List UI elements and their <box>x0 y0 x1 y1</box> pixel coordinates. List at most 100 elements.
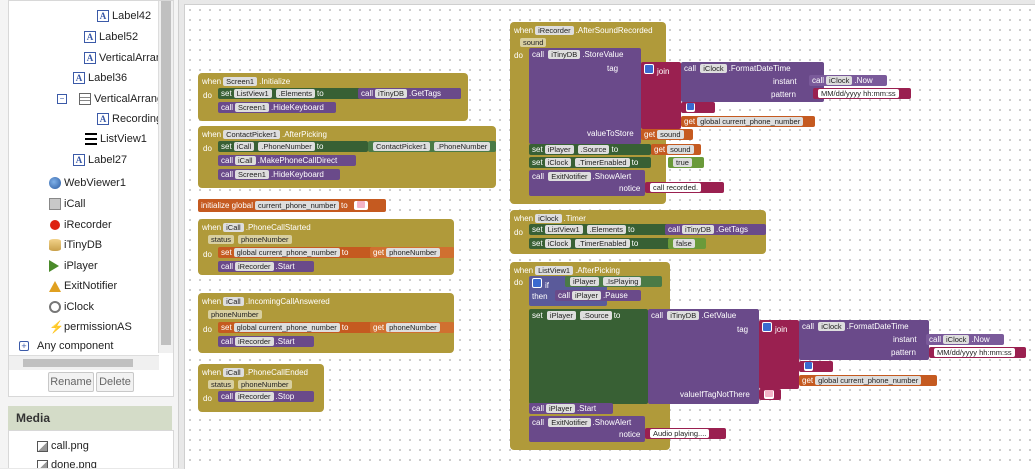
call-formatdatetime-block[interactable]: call iClock.FormatDateTime instant patte… <box>681 62 824 102</box>
get-property-block[interactable]: ContactPicker1.PhoneNumber <box>368 141 496 152</box>
call-storevalue-block[interactable]: call iTinyDB.StoreValue tag valueToStore <box>529 48 641 144</box>
tree-item-webviewer1[interactable]: WebViewer1 <box>49 177 126 189</box>
tree-item-verticalarranger[interactable]: −VerticalArranger <box>57 93 173 105</box>
text-block[interactable]: call recorded. <box>645 182 724 193</box>
tree-item-iclock[interactable]: iClock <box>49 301 94 313</box>
boolean-block[interactable]: false <box>668 238 706 249</box>
label-icon: A <box>73 72 85 84</box>
text-block[interactable]: MM/dd/yyyy hh:mm:ss <box>929 347 1026 358</box>
tree-item-iplayer[interactable]: iPlayer <box>49 260 98 272</box>
blank-text-value <box>687 103 694 110</box>
tree-vertical-scrollbar[interactable] <box>158 1 173 353</box>
gear-icon[interactable] <box>762 322 772 332</box>
image-icon <box>37 459 48 468</box>
boolean-block[interactable]: true <box>668 157 704 168</box>
recorder-icon <box>50 220 60 230</box>
tree-item-listview1[interactable]: ListView1 <box>85 133 147 145</box>
text-block[interactable] <box>353 201 368 210</box>
rename-button[interactable]: Rename <box>48 372 94 392</box>
tree-item-permissionas[interactable]: ⚡permissionAS <box>49 320 132 334</box>
call-showalert-block[interactable]: call ExitNotifier.ShowAlert notice <box>529 170 645 196</box>
image-icon <box>37 440 48 452</box>
media-item[interactable]: done.png <box>37 459 97 468</box>
text-block[interactable] <box>759 389 781 400</box>
join-block[interactable]: join <box>759 320 799 389</box>
media-item[interactable]: call.png <box>37 440 89 452</box>
text-block[interactable] <box>681 102 715 113</box>
label-icon: A <box>73 154 85 166</box>
tree-item-exitnotifier[interactable]: ExitNotifier <box>49 280 117 292</box>
scrollbar-thumb[interactable] <box>23 359 133 367</box>
tree-item-irecorder[interactable]: iRecorder <box>49 219 112 231</box>
tree-item-any-component[interactable]: +Any component <box>19 340 113 352</box>
text-block[interactable] <box>799 361 833 372</box>
text-block[interactable]: MM/dd/yyyy hh:mm:ss <box>813 88 911 99</box>
tree-horizontal-scrollbar[interactable] <box>9 355 159 370</box>
webviewer-icon <box>49 177 61 189</box>
text-block[interactable]: Audio playing.... <box>645 428 726 439</box>
call-showalert-block[interactable]: call ExitNotifier.ShowAlert notice <box>529 416 645 442</box>
gear-icon[interactable] <box>532 278 542 288</box>
call-formatdatetime-block[interactable]: call iClock.FormatDateTime instant patte… <box>799 320 929 360</box>
call-getvalue-block[interactable]: call iTinyDB.GetValue tag valueIfTagNotT… <box>648 309 759 404</box>
component-dropdown[interactable]: Screen1 <box>223 76 258 86</box>
join-block[interactable]: join <box>641 62 681 129</box>
delete-button[interactable]: Delete <box>96 372 134 392</box>
collapse-icon[interactable]: − <box>57 94 67 104</box>
tree-item-itinydb[interactable]: iTinyDB <box>49 239 102 251</box>
notifier-icon <box>49 280 61 292</box>
gear-icon[interactable] <box>644 64 654 74</box>
scrollbar-thumb[interactable] <box>161 1 171 345</box>
label-icon: A <box>97 113 109 125</box>
tree-item-icall[interactable]: iCall <box>49 198 85 210</box>
get-property-block[interactable]: iPlayer.IsPlaying <box>565 276 662 287</box>
permission-icon: ⚡ <box>49 320 64 334</box>
label-icon: A <box>97 10 109 22</box>
tinydb-icon <box>49 239 61 251</box>
expand-icon[interactable]: + <box>19 341 29 351</box>
